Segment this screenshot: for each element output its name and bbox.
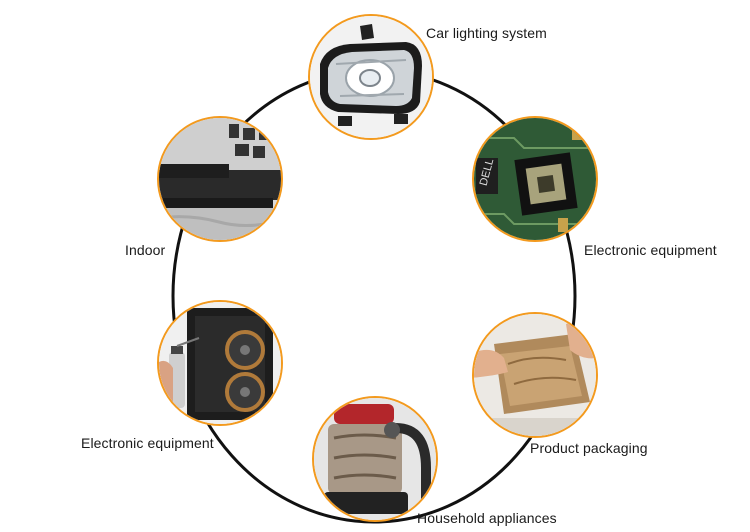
vacuum-cleaner-photo-icon (314, 398, 436, 520)
indoor-label: Indoor (125, 242, 166, 258)
car-lighting-node (308, 14, 434, 140)
headlight-photo-icon (310, 16, 432, 138)
indoor-node (157, 116, 283, 242)
car-lighting-label: Car lighting system (426, 25, 547, 41)
circuit-board-photo-icon: DELL (474, 118, 596, 240)
product-packaging-node (472, 312, 598, 438)
electronic-equipment-label-1: Electronic equipment (584, 242, 717, 258)
computer-case-spray-photo-icon (159, 302, 281, 424)
packaging-paper-photo-icon (474, 314, 596, 436)
household-appliances-node (312, 396, 438, 522)
electronic-equipment-node-2 (157, 300, 283, 426)
sofa-room-photo-icon (159, 118, 281, 240)
electronic-equipment-label-2: Electronic equipment (81, 435, 214, 451)
household-appliances-label: Household appliances (417, 510, 557, 526)
product-packaging-label: Product packaging (530, 440, 648, 456)
electronic-equipment-node-1: DELL (472, 116, 598, 242)
